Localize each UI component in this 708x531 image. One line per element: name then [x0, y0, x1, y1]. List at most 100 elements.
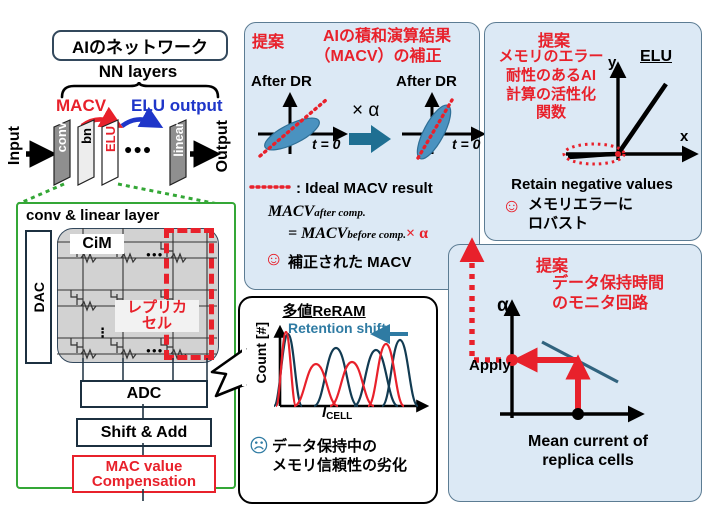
layer-elu-text: ELU	[103, 126, 118, 152]
adc-to-shiftadd-line	[142, 404, 144, 420]
elu-panel-title: メモリのエラー 耐性のあるAI 計算の活性化 関数	[488, 48, 614, 123]
reram-distribution-chart	[272, 324, 430, 413]
macv-smiley-icon: ☺	[264, 250, 283, 269]
macv-left-t0-text: t = 0	[312, 136, 341, 152]
elu-proposal-tag: 提案	[494, 27, 614, 51]
elu-proposal-tag-text: 提案	[537, 33, 570, 50]
macv-label: MACV	[56, 96, 106, 116]
layer-bn-text: bn	[79, 128, 94, 144]
elu-panel	[484, 22, 702, 241]
mac-value-compensation-block: MAC value Compensation	[72, 455, 216, 493]
monitor-x-label-line1: Mean current of	[527, 433, 648, 450]
output-label-text: Output	[214, 120, 231, 173]
reram-sad-icon: ☹	[249, 437, 269, 456]
macv-formula-line1: MACVafter comp.	[268, 203, 366, 221]
conv-linear-panel-title: conv & linear layer	[26, 207, 159, 224]
monitor-alpha-text: α	[497, 295, 509, 316]
macv-formula-line2: = MACVbefore comp.× α	[288, 225, 428, 243]
macv-title-line2: （MACV）の補正	[314, 48, 442, 65]
cim-hdots-row1: ●●●	[146, 250, 164, 259]
figure-title-text: AIのネットワーク	[72, 38, 208, 57]
elu-caption: Retain negative values	[484, 176, 700, 193]
reram-note: データ保持中の メモリ信頼性の劣化	[272, 438, 407, 476]
reram-y-axis-text: Count [#]	[253, 322, 269, 384]
macv-multiply-alpha: × α	[352, 100, 379, 122]
shift-add-block: Shift & Add	[76, 418, 212, 447]
cim-vdots: ⋮	[96, 325, 109, 341]
macv-formula-main1: MACV	[268, 203, 315, 220]
reram-title-text: 多値ReRAM	[282, 303, 366, 320]
macv-multiply-alpha-text: × α	[352, 100, 380, 121]
macv-legend-swatch	[249, 185, 295, 189]
monitor-title-line2: のモニタ回路	[552, 295, 649, 312]
elu-caption-text: Retain negative values	[511, 176, 673, 193]
elu-smiley-glyph: ☺	[502, 196, 522, 217]
replica-label-line2: セル	[141, 314, 172, 332]
adc-block: ADC	[80, 380, 208, 408]
elu-curve-label-text: ELU	[640, 48, 672, 65]
conv-linear-panel-title-text: conv & linear layer	[26, 207, 160, 224]
nn-layers-text: NN layers	[98, 62, 178, 81]
macv-panel-title: AIの積和演算結果	[300, 27, 474, 46]
macv-right-t0-text: t = 0	[452, 136, 481, 152]
macv-legend-label: : Ideal MACV result	[296, 180, 433, 197]
macv-label-text: MACV	[56, 96, 107, 115]
replica-label-line1: レプリカ	[126, 299, 187, 316]
monitor-alpha-label: α	[497, 295, 509, 317]
monitor-x-label: Mean current of replica cells	[488, 432, 688, 470]
elu-smiley-icon: ☺	[502, 197, 521, 216]
output-arrow	[190, 140, 221, 168]
layer-label-conv: conv	[54, 122, 69, 152]
network-ellipsis-text: ●●●	[124, 141, 153, 157]
input-label: Input	[6, 126, 24, 165]
monitor-proposal-tag-text: 提案	[536, 258, 569, 275]
layer-label-elu: ELU	[103, 126, 118, 152]
macv-legend-text: : Ideal MACV result	[296, 180, 433, 197]
reram-note-line1: データ保持中の	[272, 438, 378, 455]
retention-shift-text: Retention shift	[288, 320, 386, 336]
conv-panel-connector	[17, 182, 219, 206]
nn-layers-brace	[60, 81, 220, 99]
monitor-apply-text: Apply	[469, 357, 511, 374]
reram-x-axis-sub: CELL	[326, 411, 353, 422]
elu-curve-plot	[562, 61, 699, 166]
reram-x-axis-text: I	[322, 404, 327, 421]
elu-x-axis-label: x	[680, 128, 688, 145]
shift-add-label: Shift & Add	[100, 423, 188, 441]
macv-left-plot-text: After DR	[251, 73, 312, 90]
layer-label-linear: linear	[171, 122, 186, 157]
reram-note-line2: メモリ信頼性の劣化	[272, 456, 408, 474]
elu-curve-label: ELU	[640, 48, 672, 66]
cim-vdots-text: ⋮	[96, 325, 109, 340]
elu-note-line2: ロバスト	[528, 214, 589, 232]
reram-balloon-tail	[210, 346, 247, 398]
dac-block: DAC	[25, 230, 52, 364]
macv-formula-eq: =	[288, 225, 298, 242]
figure-title-pill: AIのネットワーク	[52, 30, 228, 61]
cim-hdots-row3-text: ●●●	[146, 346, 164, 355]
macv-panel-title2: （MACV）の補正	[282, 47, 474, 66]
cim-to-adc-lines	[82, 358, 208, 380]
reram-sad-face-glyph: ☹	[249, 436, 269, 457]
nn-layers-label: NN layers	[78, 62, 198, 82]
macv-proposal-tag-text: 提案	[252, 34, 285, 51]
macv-compensation-panel	[244, 22, 480, 290]
reram-panel	[238, 296, 438, 504]
macv-right-plot-text: After DR	[396, 73, 457, 90]
macv-smiley-glyph: ☺	[264, 249, 284, 270]
mac-output-line	[142, 489, 144, 501]
input-arrow	[26, 140, 57, 168]
elu-note: メモリエラーに ロバスト	[528, 196, 633, 234]
macv-left-t0-label: t = 0	[312, 136, 340, 152]
replica-cell-highlight	[164, 228, 214, 360]
monitor-feedback-path	[459, 237, 512, 363]
layer-conv-text: conv	[54, 122, 69, 153]
monitor-x-label-line2: replica cells	[542, 452, 634, 470]
dac-label: DAC	[30, 281, 47, 313]
monitor-proposal-tag: 提案	[536, 252, 568, 276]
reram-x-axis-label: ICELL	[322, 404, 352, 422]
monitor-title-line1: データ保持時間	[552, 275, 665, 292]
layer-label-bn: bn	[79, 128, 94, 144]
macv-formula-main2: MACV	[301, 225, 348, 242]
